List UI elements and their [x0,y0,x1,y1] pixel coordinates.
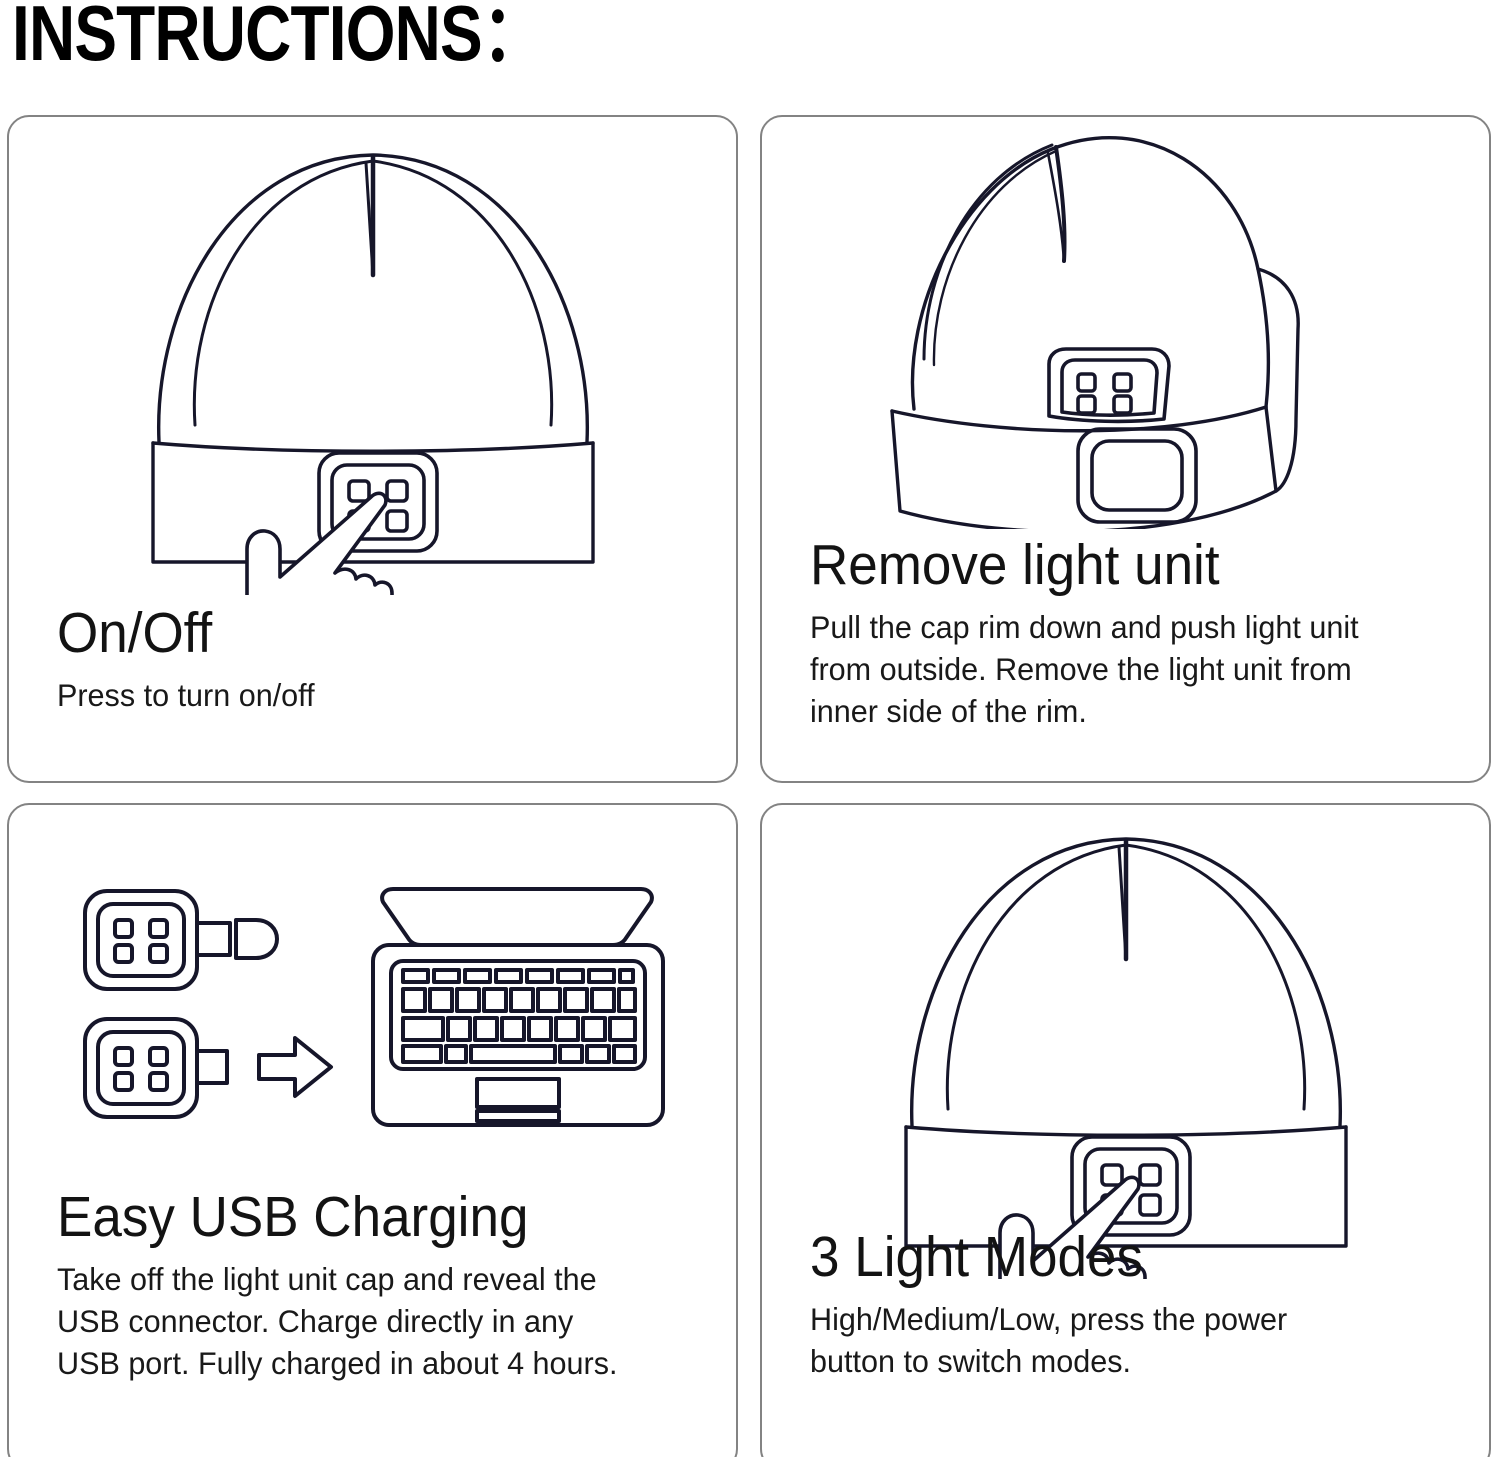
led-unit-inner-frame [1082,1147,1179,1225]
instruction-panel-on-off: On/Off Press to turn on/off [7,115,738,783]
led-dot [1099,1163,1124,1187]
led-dot [1075,394,1097,415]
panel-heading-easy-usb-charging: Easy USB Charging [57,1185,529,1249]
panel-body-on-off: Press to turn on/off [57,677,315,714]
beanie-front-illustration-modes [762,809,1489,1279]
led-dot [1137,1163,1162,1187]
right-arrow-icon [256,1036,333,1098]
led-dot [147,918,169,939]
led-dot [112,1046,134,1067]
led-dot [147,1046,169,1067]
beanie-tilted-illustration [762,119,1489,529]
page-title: INSTRUCTIONS： [12,0,546,77]
laptop-illustration [370,887,665,1127]
usb-charging-illustration [9,875,736,1145]
instruction-panel-3-light-modes: 3 Light Modes High/Medium/Low, press the… [760,803,1491,1457]
light-unit-with-cap-off [82,889,232,991]
panel-body-easy-usb-charging: Take off the light unit cap and reveal t… [57,1261,618,1382]
led-unit-outer-frame [316,451,439,553]
3-light-modes-text-block: 3 Light Modes High/Medium/Low, press the… [810,1227,1459,1383]
led-unit-pushed-out [1046,347,1171,424]
led-dot [1111,372,1133,393]
beanie-front-illustration [9,125,736,595]
usb-cap [233,918,279,960]
led-dot [112,918,134,939]
led-dot [147,1071,169,1092]
led-dot [384,479,409,503]
pointing-hand-icon [997,1175,1147,1279]
led-dot [1111,394,1133,415]
remove-light-unit-text-block: Remove light unit Pull the cap rim down … [810,535,1459,733]
panel-heading-on-off: On/Off [57,601,213,665]
instruction-panel-grid: On/Off Press to turn on/off [7,115,1495,1457]
instruction-panel-easy-usb-charging: Easy USB Charging Take off the light uni… [7,803,738,1457]
panel-body-remove-light-unit: Pull the cap rim down and push light uni… [810,609,1359,730]
led-dot [1075,372,1097,393]
panel-heading-remove-light-unit: Remove light unit [810,533,1220,597]
instruction-panel-remove-light-unit: Remove light unit Pull the cap rim down … [760,115,1491,783]
pointing-hand-icon [244,491,394,595]
led-dot [112,1071,134,1092]
light-unit-usb-connector [82,1017,229,1119]
easy-usb-charging-text-block: Easy USB Charging Take off the light uni… [57,1187,706,1385]
led-dot [112,943,134,964]
on-off-text-block: On/Off Press to turn on/off [57,603,706,717]
led-dot [384,509,409,533]
led-dot [147,943,169,964]
led-dot [1137,1193,1162,1217]
led-unit-inner-frame [329,463,426,541]
led-unit-outer-frame [1069,1135,1192,1237]
led-dot [346,479,371,503]
rim-opening [1075,427,1198,524]
panel-body-3-light-modes: High/Medium/Low, press the power button … [810,1301,1288,1380]
panel-heading-3-light-modes: 3 Light Modes [810,1225,1143,1289]
